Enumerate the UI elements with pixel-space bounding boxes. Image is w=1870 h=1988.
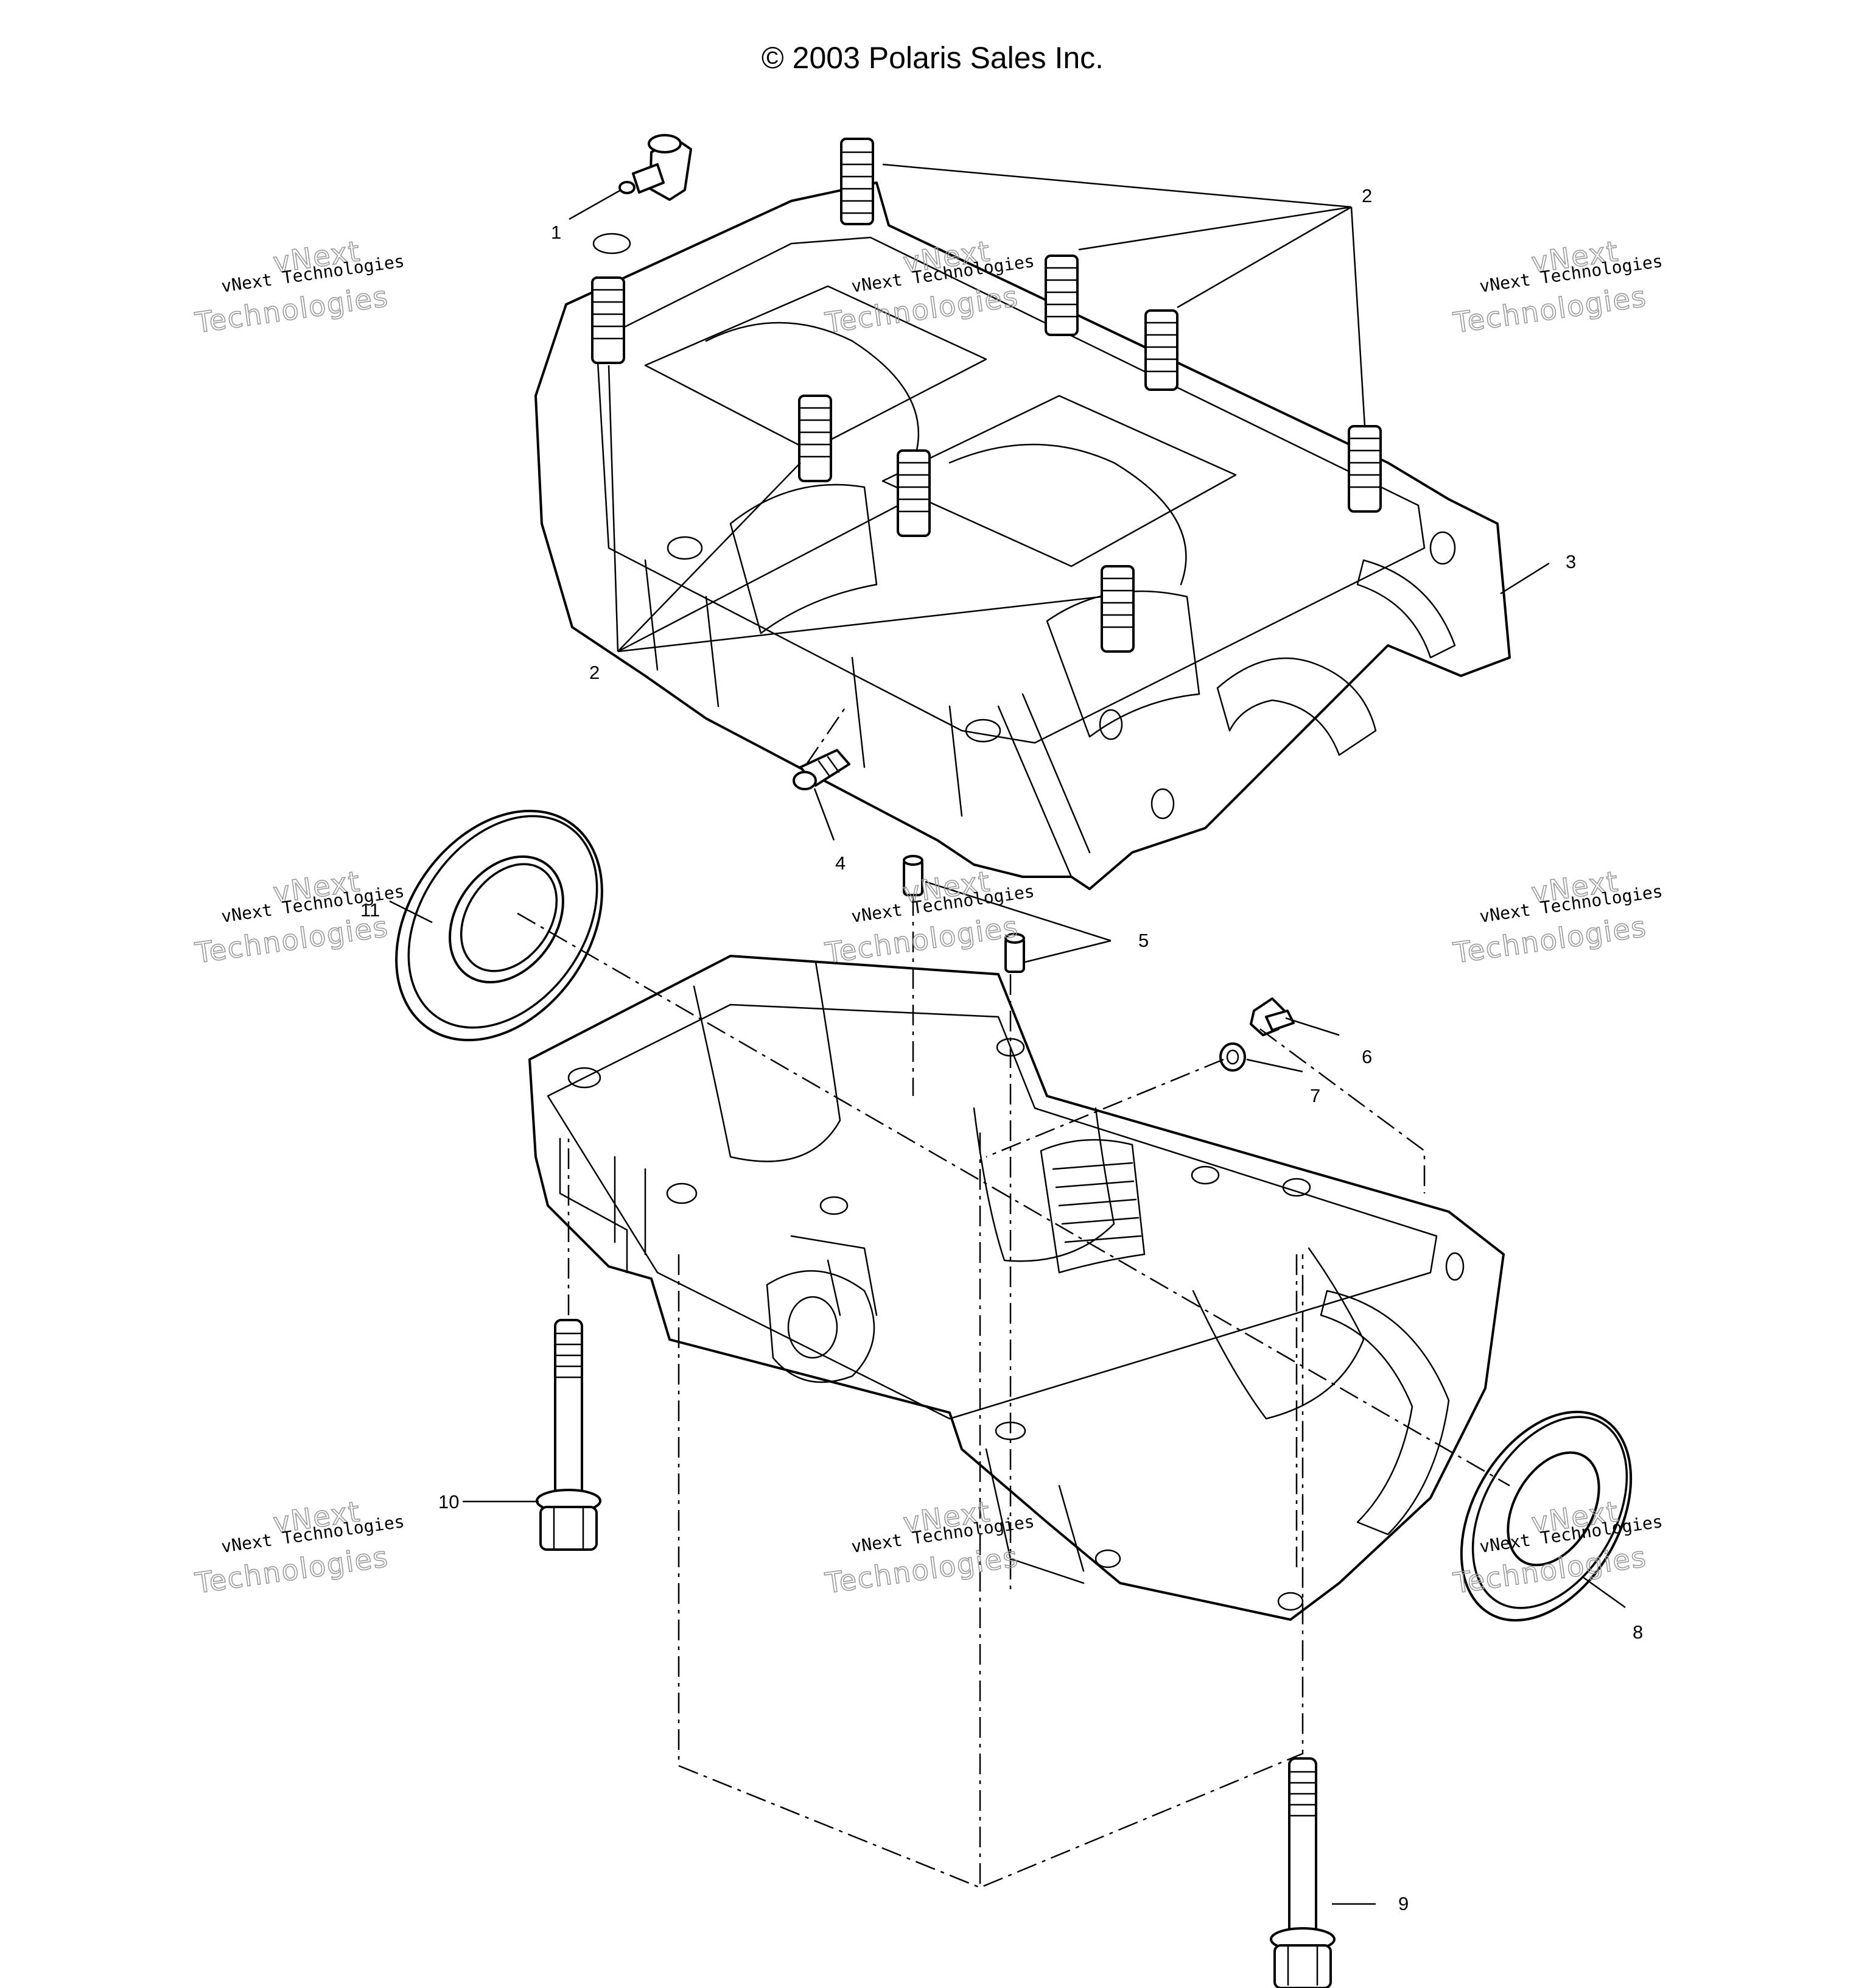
- callout-5: 5: [1138, 930, 1149, 951]
- stud-5: [591, 276, 625, 364]
- fitting-4: [793, 749, 850, 790]
- watermark-8: vNext vNext Technologies Technologies: [822, 1494, 1035, 1600]
- stud-2: [1045, 255, 1079, 336]
- upper-crankcase: [534, 181, 1511, 890]
- dowel-pins: [903, 855, 1025, 973]
- leader-lines: [389, 163, 1626, 1905]
- watermark-6: vNext vNext Technologies Technologies: [1451, 864, 1664, 970]
- oil-seal-8: [1460, 1410, 1633, 1622]
- watermark-7: vNext vNext Technologies Technologies: [192, 1494, 405, 1600]
- callout-10: 10: [438, 1491, 459, 1512]
- bolt-6: [1250, 997, 1295, 1036]
- stud-7: [897, 449, 931, 537]
- watermark-3: vNext vNext Technologies Technologies: [1451, 234, 1664, 340]
- cylinder-studs: [591, 138, 1382, 653]
- watermarks: vNext vNext Technologies Technologies vN…: [192, 234, 1664, 1600]
- stud-1: [840, 138, 874, 225]
- callout-11: 11: [360, 899, 380, 921]
- bolt-9: [1270, 1757, 1336, 1988]
- watermark-1: vNext vNext Technologies Technologies: [192, 234, 405, 340]
- callout-7: 7: [1310, 1085, 1320, 1106]
- stud-3: [1144, 309, 1178, 391]
- callout-3: 3: [1566, 551, 1576, 572]
- watermark-4: vNext vNext Technologies Technologies: [192, 864, 405, 970]
- stud-6: [798, 395, 832, 482]
- callout-1: 1: [551, 222, 561, 243]
- callout-2-top: 2: [1362, 185, 1372, 206]
- copyright-text: © 2003 Polaris Sales Inc.: [762, 41, 1104, 75]
- elbow-fitting: [618, 134, 692, 201]
- lower-crankcase: [528, 955, 1505, 1621]
- callout-6: 6: [1362, 1046, 1372, 1067]
- oil-seal-11: [395, 809, 603, 1042]
- phantom-lines: [517, 706, 1510, 1889]
- washer-7: [1219, 1042, 1246, 1072]
- callout-9: 9: [1398, 1893, 1409, 1914]
- stud-4: [1348, 425, 1382, 513]
- stud-8: [1101, 565, 1135, 653]
- callout-2-bottom: 2: [589, 662, 600, 683]
- callout-8: 8: [1633, 1621, 1643, 1643]
- callout-4: 4: [835, 852, 846, 874]
- bolt-10: [536, 1319, 601, 1551]
- callout-labels: 1 2 2 3 4 5 6 7 8 9 10 11: [360, 185, 1643, 1914]
